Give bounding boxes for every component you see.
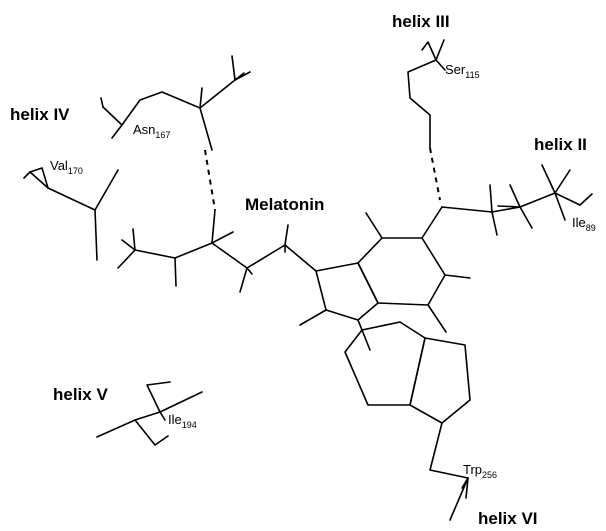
helix-iv-label: helix IV <box>10 105 70 124</box>
trp256-five-ring <box>409 337 471 424</box>
melatonin-five-ring-substituents <box>299 309 371 351</box>
hbond-ser115 <box>429 147 441 201</box>
melatonin-five-ring <box>315 262 379 321</box>
helix-v-label: helix V <box>53 385 108 404</box>
ligand-side-chain <box>117 209 317 293</box>
residue-val170-structure <box>23 167 119 261</box>
ligand-label: Melatonin <box>245 195 324 214</box>
residue-ile89-label: Ile89 <box>572 215 596 233</box>
melatonin-six-ring <box>357 237 446 306</box>
residue-ile89-structure <box>441 164 593 236</box>
residue-ile194-structure <box>96 381 203 446</box>
residue-trp256-label: Trp256 <box>463 462 497 480</box>
helix-ii-label: helix II <box>534 135 587 154</box>
residue-asn167-label: Asn167 <box>133 122 170 140</box>
hbond-asn167 <box>204 149 216 211</box>
residue-ile194-label: Ile194 <box>168 412 197 430</box>
helix-vi-label: helix VI <box>478 509 538 528</box>
helix-iii-label: helix III <box>392 12 450 31</box>
residue-asn167-structure <box>100 55 251 151</box>
residue-ser115-structure <box>407 39 446 149</box>
residue-ser115-label: Ser115 <box>445 62 480 80</box>
melatonin-six-ring-substituents <box>365 206 471 333</box>
residue-trp256-structure <box>429 422 469 521</box>
residue-val170-label: Val170 <box>50 158 83 176</box>
